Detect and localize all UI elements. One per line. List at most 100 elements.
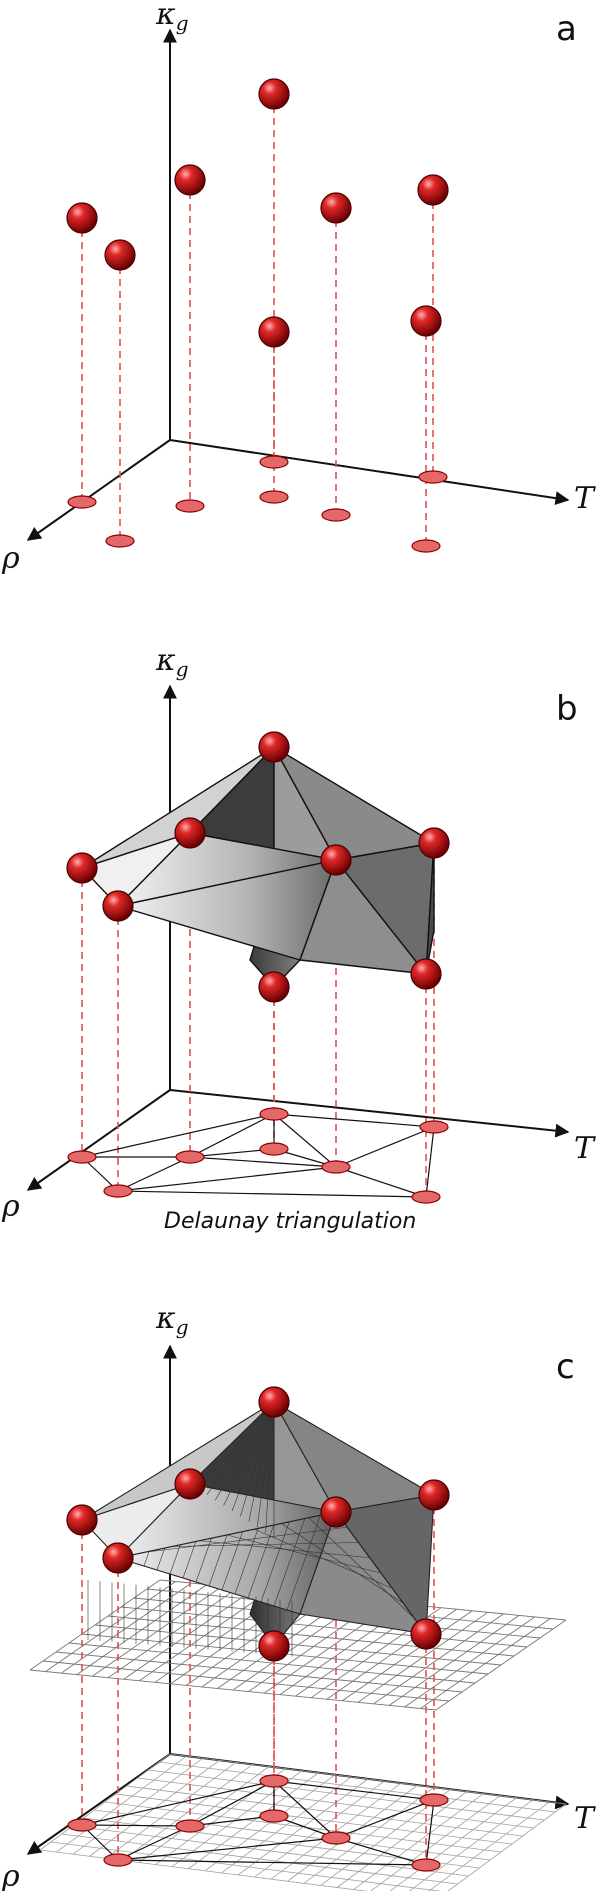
footprint (411, 539, 441, 553)
wire-line (231, 1401, 275, 1512)
rho-axis (26, 1089, 171, 1191)
footprint (175, 1150, 205, 1164)
wire-line (281, 1523, 404, 1604)
sphere (174, 1468, 206, 1500)
footprints (67, 1774, 449, 1872)
spheres (66, 78, 449, 348)
wire-line (308, 1517, 415, 1619)
grid-line (68, 1642, 476, 1684)
grid-line (120, 1606, 528, 1648)
surface-wireframe (87, 1401, 415, 1657)
sphere (320, 844, 352, 876)
grid-line (107, 1615, 515, 1657)
grid-line (169, 1753, 567, 1805)
wire-line (254, 1528, 393, 1589)
panel-c-diagram: κg T ρ c (1, 1301, 596, 1891)
wire-line (182, 1541, 197, 1579)
sphere (320, 192, 352, 224)
rho-label: ρ (1, 1189, 20, 1224)
grid-line (447, 1803, 567, 1891)
footprint (419, 1120, 449, 1134)
drop-lines (81, 94, 434, 546)
t-label: T (574, 1801, 596, 1836)
sphere (174, 817, 206, 849)
grid-line (94, 1809, 491, 1861)
rho-axis (26, 439, 171, 541)
grid-line (115, 1793, 512, 1845)
wire-line (143, 1551, 150, 1567)
wire-line (248, 1401, 275, 1522)
sphere (104, 239, 136, 271)
kappa-label: κg (155, 1301, 189, 1339)
kappa-label: κg (155, 0, 189, 35)
footprint (321, 1831, 351, 1845)
sphere (320, 1496, 352, 1528)
wire-line (198, 1401, 275, 1490)
footprint (103, 1853, 133, 1867)
grid-line (94, 1624, 502, 1666)
footprint (67, 1818, 97, 1832)
footprint (67, 1150, 97, 1164)
sphere (410, 1618, 442, 1650)
footprint (411, 1190, 441, 1204)
footprint (419, 1793, 449, 1807)
footprint (105, 534, 135, 548)
wire-line (226, 1534, 382, 1574)
wire-line (214, 1401, 275, 1501)
sphere (66, 1504, 98, 1536)
grid-line (126, 1785, 523, 1837)
grid-line (50, 1841, 443, 1891)
delaunay-mesh (81, 1113, 435, 1198)
panel-a: κg T ρ a (0, 0, 600, 600)
grid-line (72, 1825, 469, 1877)
grid-line (148, 1769, 545, 1821)
wire-line (156, 1548, 165, 1571)
kappa-label: κg (155, 643, 189, 681)
footprint (259, 1809, 289, 1823)
delaunay-caption: Delaunay triangulation (164, 1209, 416, 1234)
panel-b: κg T ρ b (0, 630, 600, 1240)
grid-line (428, 1801, 550, 1891)
sphere (174, 164, 206, 196)
sphere (418, 827, 450, 859)
sphere (258, 731, 290, 763)
panel-letter-b: b (556, 689, 578, 729)
wire-line (206, 1401, 275, 1495)
t-label: T (574, 481, 596, 516)
footprint (321, 1160, 351, 1174)
footprint (259, 1142, 289, 1156)
wire-line (265, 1401, 275, 1533)
axes (26, 28, 570, 541)
interpolated-surface (81, 1401, 435, 1647)
footprint (259, 1107, 289, 1121)
rho-axis (26, 1753, 171, 1855)
panel-c: κg T ρ c (0, 1280, 600, 1891)
panel-letter-c: c (556, 1347, 575, 1387)
spheres (66, 731, 450, 1003)
wire-line (208, 1534, 228, 1587)
wire-line (189, 1401, 275, 1485)
interpolated-surface (81, 746, 435, 988)
ground-grid (39, 1753, 567, 1891)
footprint (321, 508, 351, 522)
sphere (258, 971, 290, 1003)
grid-line (42, 1660, 450, 1702)
grid-line (29, 1669, 437, 1711)
t-label: T (574, 1131, 596, 1166)
footprints (67, 1107, 449, 1204)
panel-b-diagram: κg T ρ b (1, 643, 596, 1234)
panel-letter-a: a (556, 9, 577, 49)
footprints (67, 455, 448, 553)
sphere (417, 174, 449, 206)
wire-line (234, 1528, 259, 1595)
sphere (418, 1479, 450, 1511)
footprint (418, 470, 448, 484)
sphere (258, 1630, 290, 1662)
grid-line (104, 1801, 502, 1853)
t-axis (169, 439, 570, 506)
grid-line (61, 1833, 458, 1885)
footprint (259, 490, 289, 504)
wire-line (221, 1531, 243, 1591)
grid-line (408, 1799, 534, 1891)
wire-line (240, 1401, 275, 1517)
